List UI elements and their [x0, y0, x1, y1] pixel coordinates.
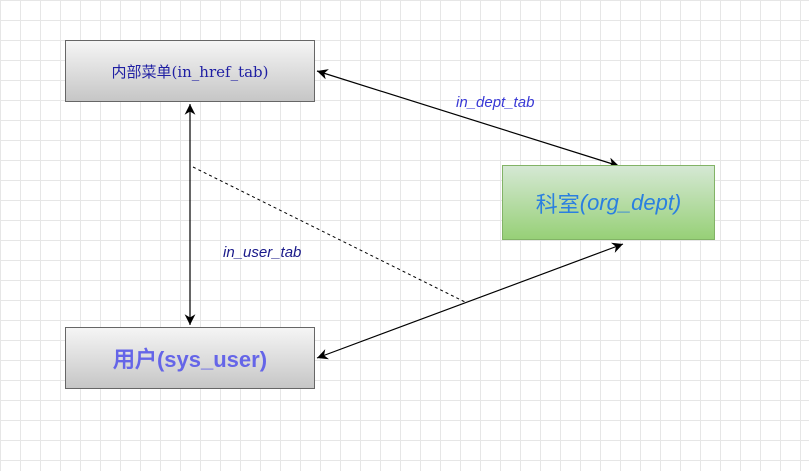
- edge-menu-dept[interactable]: [316, 69, 620, 168]
- node-in-href-tab[interactable]: 内部菜单(in_href_tab): [65, 40, 315, 102]
- edge-user-menu-dept-dashed[interactable]: [192, 166, 466, 303]
- node-org-dept-name: 科室: [535, 191, 580, 217]
- node-sys-user[interactable]: 用户(sys_user): [65, 327, 315, 389]
- edge-label-in-user-tab: in_user_tab: [223, 244, 302, 261]
- node-in-href-tab-label: 内部菜单(in_href_tab): [111, 62, 269, 81]
- node-sys-user-label: 用户(sys_user): [112, 347, 268, 372]
- node-org-dept[interactable]: 科室(org_dept): [502, 165, 715, 240]
- edge-dept-user[interactable]: [316, 242, 624, 360]
- edge-label-in-dept-tab: in_dept_tab: [456, 94, 535, 111]
- node-org-dept-code: (org_dept): [579, 189, 682, 215]
